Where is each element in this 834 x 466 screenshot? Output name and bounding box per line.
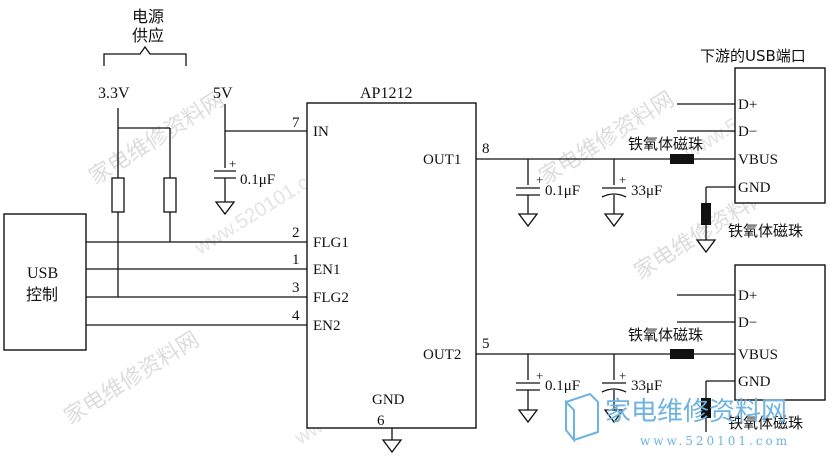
pin-number: 5 <box>482 336 490 352</box>
pin-label: FLG1 <box>313 235 349 251</box>
pin-label: GND <box>372 392 405 408</box>
usb-control-label: USB <box>27 265 58 282</box>
pullup-resistor <box>163 177 177 213</box>
port-pin-label: D+ <box>738 288 757 304</box>
cap-value: 0.1μF <box>545 183 580 199</box>
usb-control-block <box>3 213 87 351</box>
cap-value: 33μF <box>631 183 662 199</box>
cap-polarity: + <box>619 368 626 383</box>
ic-name: AP1212 <box>360 85 412 102</box>
pin-number: 3 <box>292 280 300 296</box>
pin-number: 6 <box>377 413 385 429</box>
logo-mark-icon <box>565 392 599 443</box>
logo-url: www.520101.com <box>640 434 790 448</box>
pin-number: 4 <box>292 308 300 324</box>
ferrite-bead-label: 铁氧体磁珠 <box>728 222 803 240</box>
pin-label: OUT2 <box>423 347 461 363</box>
ferrite-bead-label: 铁氧体磁珠 <box>728 414 803 432</box>
cap-polarity: + <box>536 172 543 187</box>
cap-value: 0.1μF <box>545 378 580 394</box>
pin-number: 8 <box>482 141 490 157</box>
pin-number: 7 <box>292 115 300 131</box>
cap-polarity: + <box>536 368 543 383</box>
pullup-resistor <box>111 177 125 213</box>
port-pin-label: D+ <box>738 97 757 113</box>
power-supply-label: 电源 <box>132 7 164 26</box>
port-pin-label: VBUS <box>738 347 778 363</box>
ferrite-bead <box>701 398 711 418</box>
cap-polarity: + <box>619 172 626 187</box>
pin-number: 1 <box>292 252 300 268</box>
usb-ports-title: 下游的USB端口 <box>700 47 806 65</box>
ferrite-bead <box>670 154 694 164</box>
watermark-text: 家电维修资料网 <box>85 87 229 190</box>
pin-label: FLG2 <box>313 290 349 306</box>
usb-port-1 <box>734 67 826 204</box>
ferrite-bead-label: 铁氧体磁珠 <box>628 326 703 344</box>
usb-port-2 <box>734 264 826 401</box>
port-pin-label: D− <box>738 124 757 140</box>
ferrite-bead <box>701 203 711 225</box>
ferrite-bead <box>670 349 694 359</box>
pin-label: EN2 <box>313 318 341 334</box>
pin-number: 2 <box>292 225 300 241</box>
usb-control-label: 控制 <box>26 285 58 304</box>
watermark-logo: 家电维修资料网 www.520101.com <box>565 392 790 448</box>
power-supply-label: 供应 <box>132 26 164 45</box>
pin-label: EN1 <box>313 262 341 278</box>
pin-label: IN <box>313 124 329 140</box>
ic-ap1212 <box>306 102 477 429</box>
port-pin-label: D− <box>738 315 757 331</box>
wires <box>86 45 735 454</box>
cap-value: 0.1μF <box>240 172 275 188</box>
port-pin-label: GND <box>738 180 771 196</box>
rail-3v3-label: 3.3V <box>98 85 130 102</box>
ferrite-bead-label: 铁氧体磁珠 <box>628 135 703 153</box>
logo-text: 家电维修资料网 <box>605 397 787 427</box>
port-pin-label: GND <box>738 374 771 390</box>
port-pin-label: VBUS <box>738 152 778 168</box>
pin-label: OUT1 <box>423 152 461 168</box>
cap-polarity: + <box>229 156 236 171</box>
rail-5v-label: 5V <box>213 85 233 102</box>
cap-value: 33μF <box>631 378 662 394</box>
